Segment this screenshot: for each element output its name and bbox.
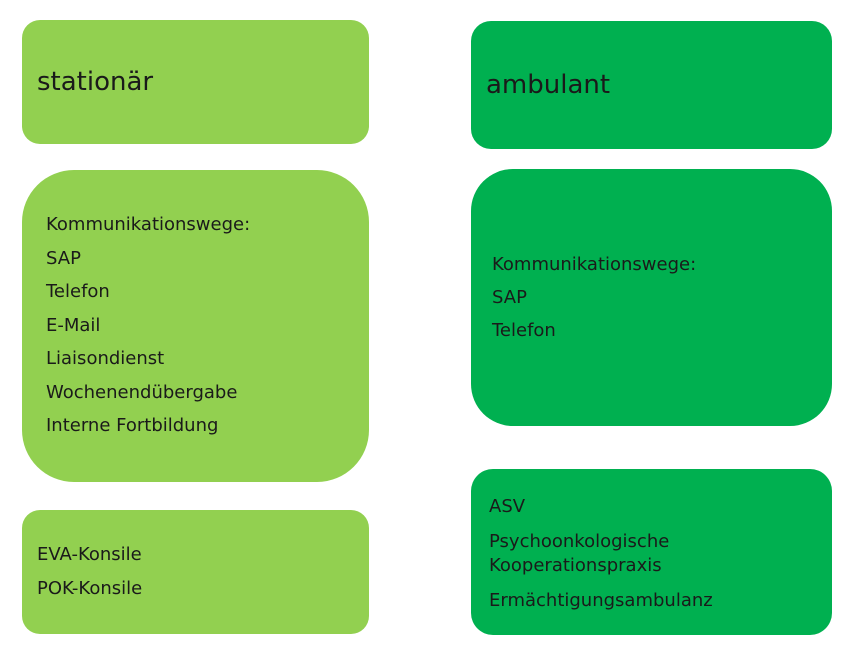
- ambulant-kommunikation-heading: Kommunikationswege:: [492, 254, 697, 275]
- ambulant-kommunikation-item: SAP: [492, 287, 527, 308]
- ambulant-title: ambulant: [486, 70, 611, 100]
- ambulant-angebote-item: Ermächtigungsambulanz: [489, 590, 713, 611]
- stationaer-kommunikation-item: E-Mail: [46, 314, 101, 336]
- ambulant-angebote-item: ASV: [489, 496, 526, 517]
- ambulant-kommunikation-box: Kommunikationswege: SAP Telefon: [471, 169, 832, 426]
- ambulant-kommunikation-item: Telefon: [492, 320, 556, 341]
- stationaer-kommunikation-item: Interne Fortbildung: [46, 415, 219, 436]
- stationaer-kommunikation-item: Telefon: [46, 281, 110, 302]
- ambulant-header-box: ambulant: [471, 21, 832, 149]
- ambulant-angebote-item: Psychoonkologische Kooperationspraxis: [489, 531, 670, 576]
- stationaer-kommunikation-item: Wochenendübergabe: [46, 381, 238, 403]
- stationaer-title: stationär: [37, 67, 154, 97]
- stationaer-konsile-box: EVA-Konsile POK-Konsile: [22, 510, 369, 634]
- ambulant-angebote-box: ASV Psychoonkologische Kooperationspraxi…: [471, 469, 832, 635]
- stationaer-konsile-item: POK-Konsile: [37, 578, 143, 599]
- stationaer-kommunikation-item: Liaisondienst: [46, 348, 165, 369]
- stationaer-konsile-item: EVA-Konsile: [37, 544, 142, 565]
- stationaer-header-box: stationär: [22, 20, 369, 144]
- stationaer-kommunikation-item: SAP: [46, 247, 81, 269]
- stationaer-kommunikation-box: Kommunikationswege: SAP Telefon E-Mail L…: [22, 170, 369, 482]
- stationaer-kommunikation-heading: Kommunikationswege:: [46, 214, 251, 235]
